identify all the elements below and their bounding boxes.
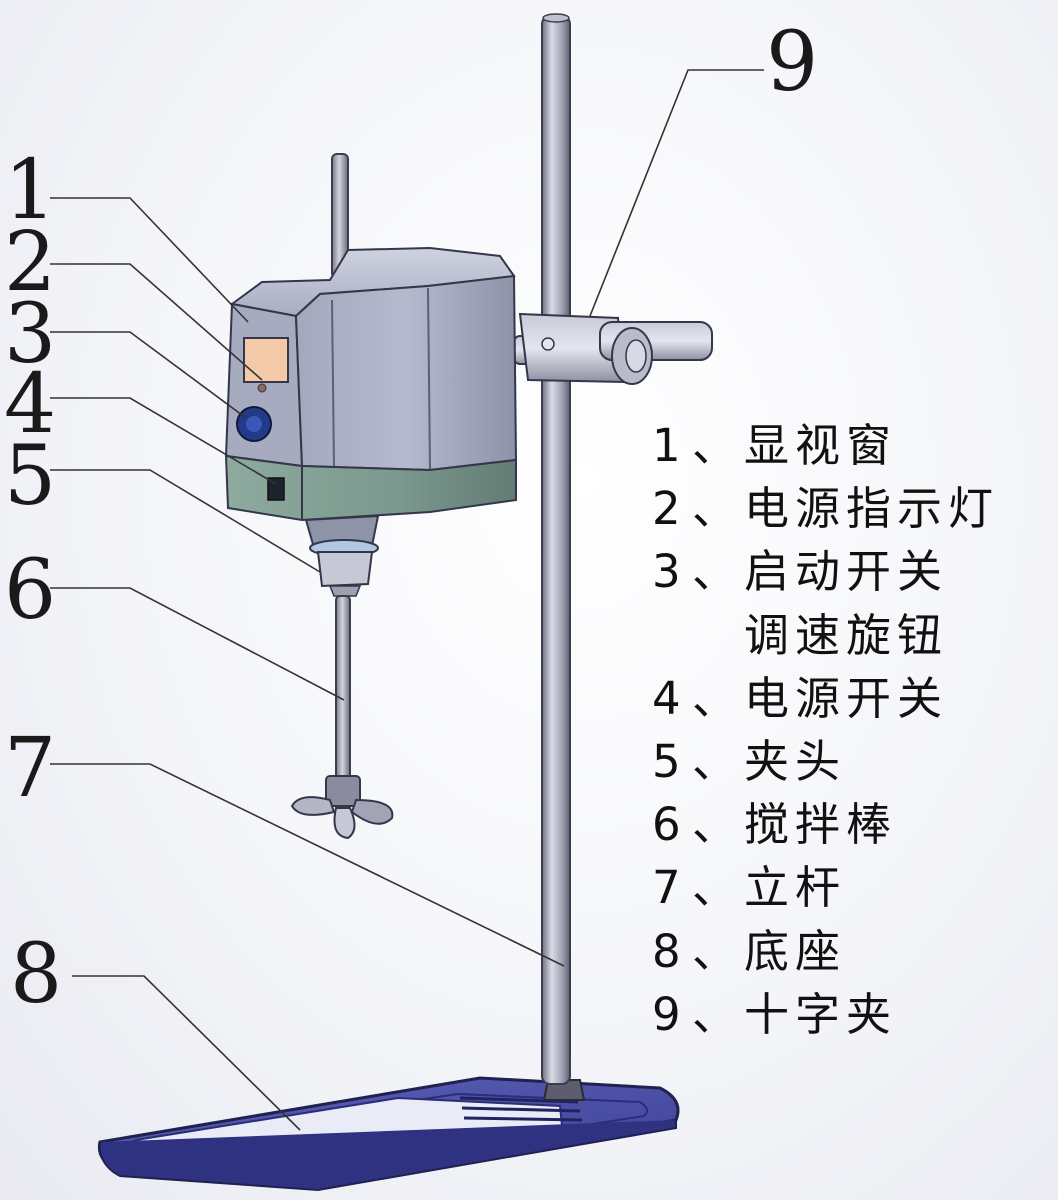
legend-item: 调速旋钮 (744, 608, 949, 662)
stirring-rod (335, 595, 351, 785)
leader-lines (50, 69, 764, 1131)
callout-7: 7 (4, 721, 56, 816)
callout-3: 3 (4, 287, 56, 382)
parts-legend: 1、显视窗 2、电源指示灯 3、启动开关 调速旋钮 4、电源开关 5、夹头 6、… (652, 414, 999, 1046)
base (97, 1076, 680, 1192)
legend-item: 2、电源指示灯 (652, 482, 1000, 536)
leader-line-4 (50, 397, 277, 485)
leader-line-2 (50, 263, 263, 381)
chuck (304, 514, 380, 597)
leader-line-8 (72, 975, 301, 1131)
legend-item: 4、电源开关 (652, 671, 949, 725)
power-switch (267, 477, 285, 501)
leader-line-5 (50, 469, 321, 573)
leader-line-1 (50, 197, 249, 323)
legend-item: 7、立杆 (652, 861, 847, 915)
rod-top (542, 13, 570, 23)
callout-numbers: 1 2 3 4 5 6 7 8 9 (4, 15, 818, 1022)
leader-line-7 (50, 763, 565, 967)
leader-line-6 (50, 587, 345, 701)
legend-item: 1、显视窗 (652, 419, 898, 472)
cross-clamp (513, 312, 713, 385)
callout-9: 9 (766, 15, 818, 110)
motor-head (224, 246, 518, 522)
vertical-rod (541, 15, 571, 1085)
callout-1: 1 (4, 143, 56, 238)
callout-6: 6 (4, 543, 56, 638)
legend-item: 6、搅拌棒 (652, 798, 898, 852)
legend-item: 8、底座 (652, 924, 847, 978)
legend-item: 9、十字夹 (652, 987, 898, 1041)
legend-item: 3、启动开关 (652, 545, 949, 599)
power-indicator (257, 383, 267, 393)
impeller (290, 775, 394, 840)
leader-line-9 (589, 69, 764, 317)
display-window (243, 337, 289, 383)
callout-5: 5 (4, 429, 56, 524)
legend-item: 5、夹头 (652, 734, 847, 788)
leader-line-3 (50, 331, 247, 419)
callout-2: 2 (4, 215, 56, 310)
callout-8: 8 (10, 927, 62, 1022)
callout-4: 4 (4, 357, 56, 452)
